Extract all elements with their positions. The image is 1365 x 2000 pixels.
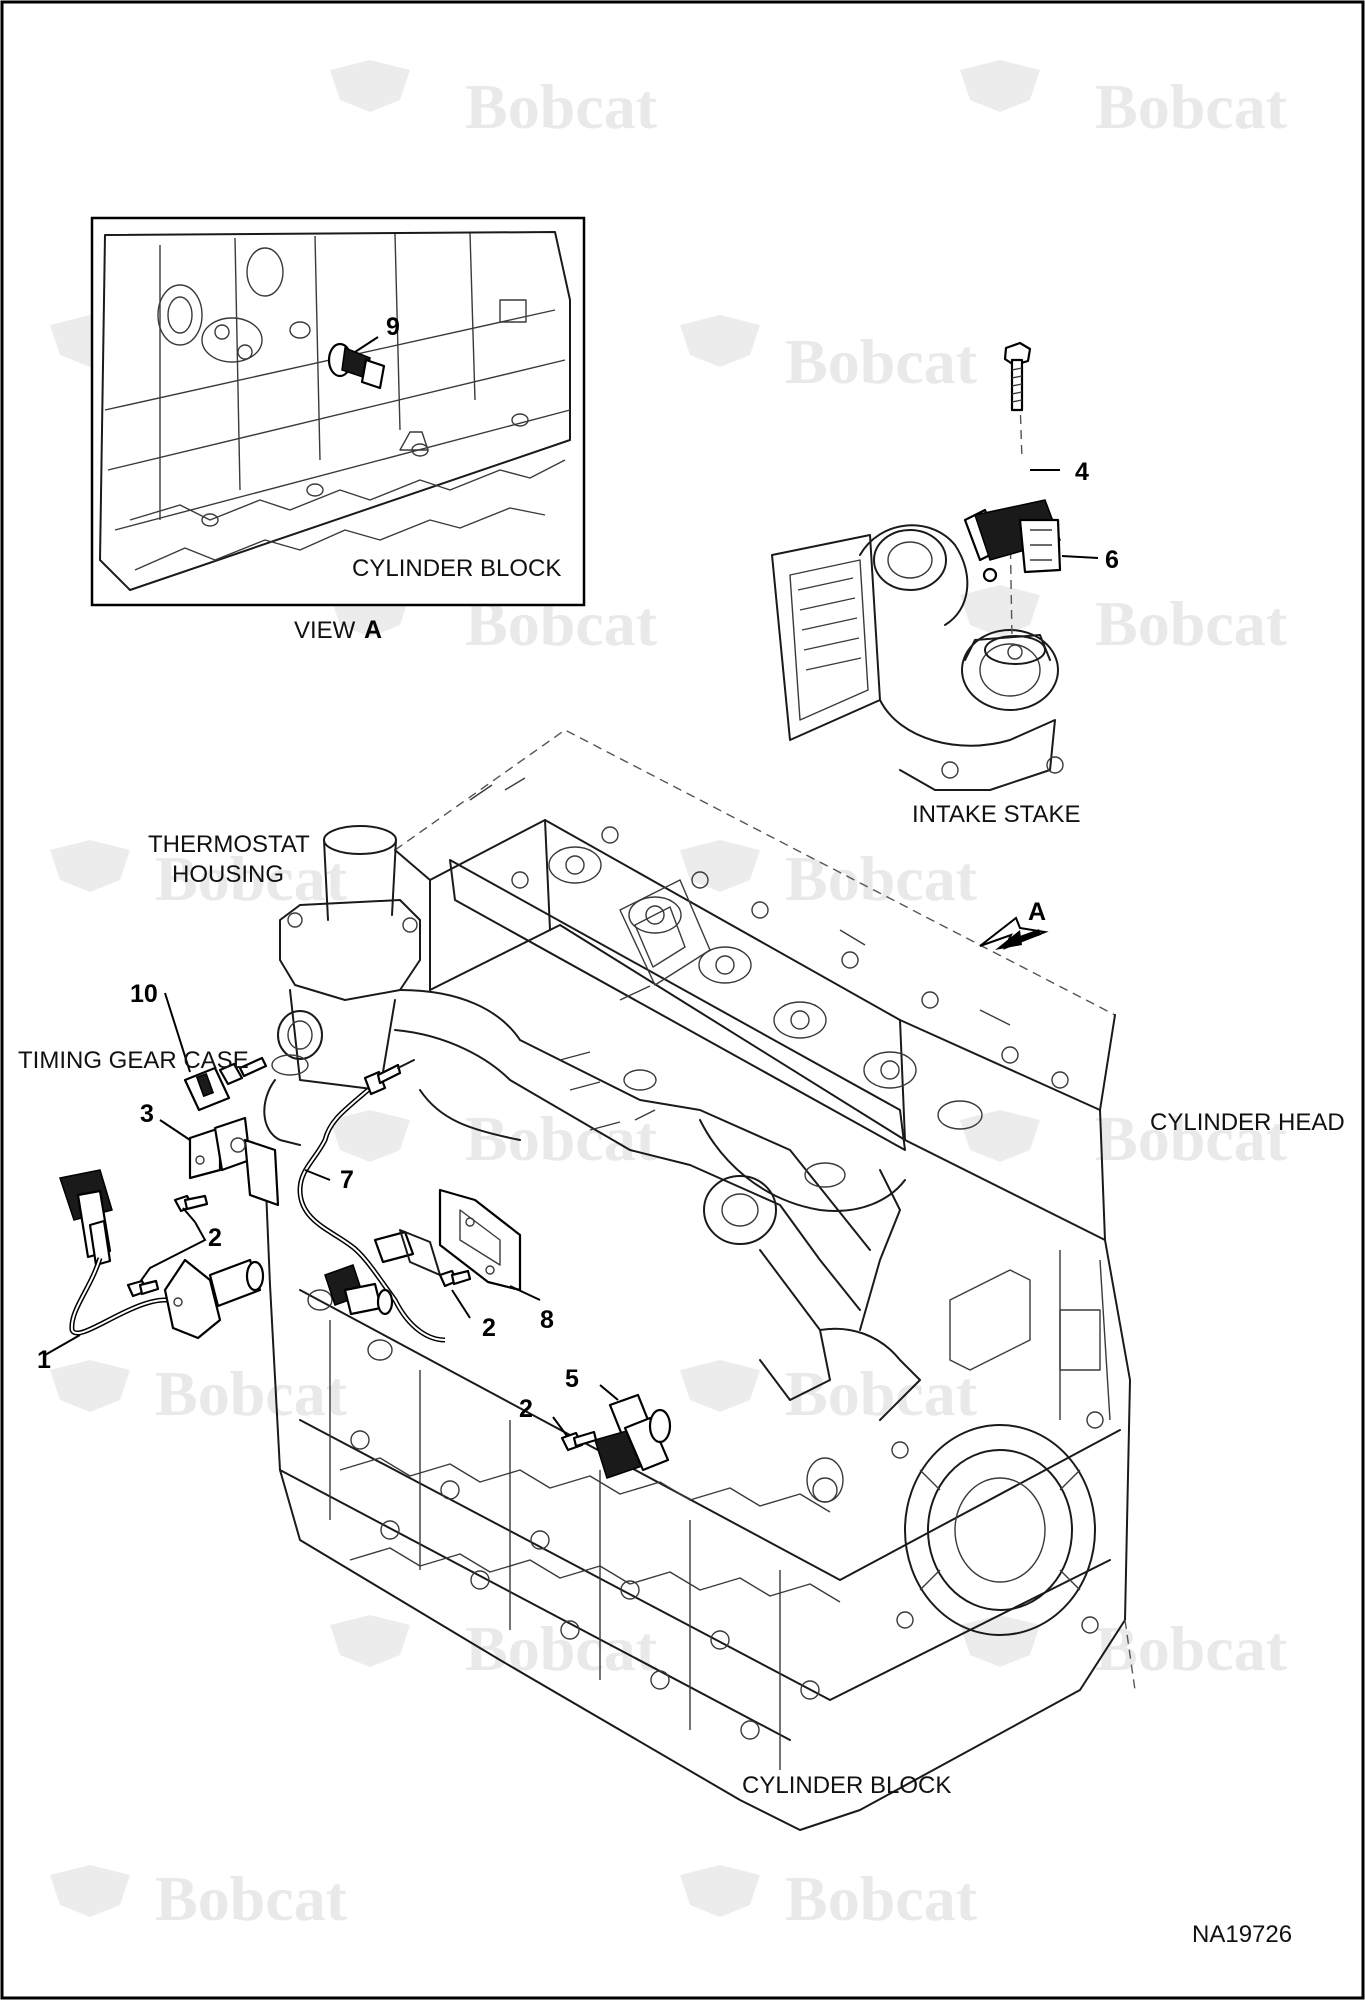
thermostat-label-line1: THERMOSTAT xyxy=(148,831,310,858)
callout-2b: 2 xyxy=(482,1314,496,1342)
watermark-text: Bobcat xyxy=(155,1358,348,1429)
watermark-text: Bobcat xyxy=(785,1863,978,1934)
screw-2-lower xyxy=(126,1279,160,1298)
watermark-text: Bobcat xyxy=(1095,71,1288,142)
sensor-7 xyxy=(297,1059,446,1343)
intake-stake-label: INTAKE STAKE xyxy=(912,801,1080,828)
leader-2a xyxy=(182,1207,196,1223)
view-arrow-letter: A xyxy=(1028,898,1046,926)
view-a-arrow: A xyxy=(979,898,1049,950)
watermark-text: Bobcat xyxy=(155,843,348,914)
thermostat-label-line2: HOUSING xyxy=(172,861,284,888)
watermark-text: Bobcat xyxy=(465,1613,658,1684)
watermark-text: Bobcat xyxy=(465,1103,658,1174)
watermark-text: Bobcat xyxy=(785,326,978,397)
sensor-1 xyxy=(59,1169,265,1340)
block-outline xyxy=(264,1164,1131,1831)
fuel-rail xyxy=(449,859,906,1151)
bracket-8 xyxy=(399,1188,522,1292)
sensor-9 xyxy=(327,342,386,390)
watermark: Bobcat xyxy=(50,1863,348,1934)
view-letter: A xyxy=(364,616,382,644)
leader-2c xyxy=(552,1416,568,1437)
thermostat-housing xyxy=(263,825,421,1146)
sensor-6 xyxy=(963,499,1062,583)
watermark: Bobcat xyxy=(680,1863,978,1934)
leader-9 xyxy=(354,336,379,353)
callout-4: 4 xyxy=(1075,458,1089,486)
watermark: Bobcat xyxy=(960,60,1288,142)
intake-throttle-assembly: INTAKE STAKE xyxy=(771,341,1080,828)
watermark: Bobcat xyxy=(960,585,1288,659)
inset-view-a: CYLINDER BLOCK xyxy=(90,216,586,607)
leader-5 xyxy=(599,1384,619,1401)
callout-1: 1 xyxy=(37,1346,51,1374)
leader-lines xyxy=(44,336,1099,1437)
watermark: Bobcat xyxy=(330,60,658,142)
inset-frame xyxy=(90,216,586,607)
callout-2a: 2 xyxy=(208,1224,222,1252)
cylinder-block-label: CYLINDER BLOCK xyxy=(742,1772,951,1799)
watermark: Bobcat xyxy=(680,840,978,914)
callout-10: 10 xyxy=(130,980,158,1008)
timing-gear-case-label: TIMING GEAR CASE xyxy=(18,1047,249,1074)
watermark-text: Bobcat xyxy=(785,843,978,914)
leader-2b xyxy=(451,1289,471,1319)
bolt-4 xyxy=(1003,341,1032,412)
callout-9: 9 xyxy=(386,313,400,341)
leader-6 xyxy=(1061,555,1099,559)
callout-2c: 2 xyxy=(519,1395,533,1423)
leader-8 xyxy=(509,1285,541,1301)
callout-8: 8 xyxy=(540,1306,554,1334)
bracket-3 xyxy=(188,1116,280,1207)
inset-block-outline xyxy=(99,231,571,591)
head-edges xyxy=(429,819,1106,1241)
watermark: Bobcat xyxy=(330,1103,658,1174)
callout-5: 5 xyxy=(565,1365,579,1393)
inset-cylinder-block-label: CYLINDER BLOCK xyxy=(352,555,561,582)
leader-2a-branch xyxy=(139,1221,207,1283)
watermark: Bobcat xyxy=(680,315,978,397)
sensor-10 xyxy=(183,1056,268,1112)
watermark-text: Bobcat xyxy=(155,1863,348,1934)
watermark: Bobcat xyxy=(50,840,348,914)
screw-2-upper xyxy=(173,1194,209,1213)
watermark: Bobcat xyxy=(50,1358,348,1429)
leader-3 xyxy=(159,1119,191,1141)
cylinder-head-label: CYLINDER HEAD xyxy=(1150,1109,1345,1136)
watermark: Bobcat xyxy=(680,1358,978,1429)
callout-7: 7 xyxy=(340,1166,354,1194)
leader-7 xyxy=(304,1169,331,1181)
watermark: Bobcat xyxy=(960,1613,1288,1684)
view-caption: VIEW xyxy=(294,617,356,644)
watermark-text: Bobcat xyxy=(1095,1103,1288,1174)
watermark-text: Bobcat xyxy=(785,1358,978,1429)
leader-10 xyxy=(164,992,191,1073)
drawing-id: NA19726 xyxy=(1192,1921,1292,1948)
sensor-5 xyxy=(560,1393,672,1479)
callout-3: 3 xyxy=(140,1100,154,1128)
watermark-text: Bobcat xyxy=(465,71,658,142)
engine-block xyxy=(249,729,1136,1831)
watermark: Bobcat xyxy=(960,1103,1288,1174)
watermark-text: Bobcat xyxy=(1095,588,1288,659)
leader-1 xyxy=(44,1334,81,1356)
watermark-text: Bobcat xyxy=(1095,1613,1288,1684)
callout-6: 6 xyxy=(1105,546,1119,574)
watermark: Bobcat xyxy=(330,1613,658,1684)
